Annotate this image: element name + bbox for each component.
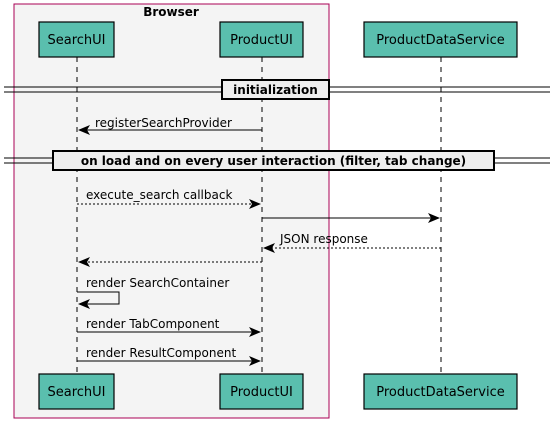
- browser-box-title: Browser: [143, 5, 199, 19]
- message-register-search-provider-label: registerSearchProvider: [95, 116, 232, 130]
- participant-productdataservice-label: ProductDataService: [376, 33, 504, 48]
- participant-searchui-bottom[interactable]: SearchUI: [38, 373, 115, 410]
- message-execute-search-callback: execute_search callback: [77, 188, 261, 209]
- message-render-search-container: render SearchContainer: [77, 276, 229, 309]
- browser-box: Browser: [13, 3, 330, 419]
- message-render-tab-component-label: render TabComponent: [86, 317, 220, 331]
- participant-productdataservice-top[interactable]: ProductDataService: [363, 21, 518, 58]
- message-json-response-label: JSON response: [279, 232, 368, 246]
- participant-productui-bottom-label: ProductUI: [230, 385, 293, 400]
- message-execute-search-callback-label: execute_search callback: [86, 188, 232, 202]
- message-render-result-component-label: render ResultComponent: [86, 346, 236, 360]
- participant-productui-label: ProductUI: [230, 33, 293, 48]
- message-render-tab-component: render TabComponent: [77, 317, 261, 337]
- participant-searchui-bottom-label: SearchUI: [47, 385, 105, 400]
- lifelines: [76, 57, 442, 374]
- participant-productui-top[interactable]: ProductUI: [219, 21, 304, 58]
- participant-productui-bottom[interactable]: ProductUI: [219, 373, 304, 410]
- divider-initialization-label: initialization: [233, 83, 318, 97]
- message-json-response: JSON response: [263, 232, 441, 253]
- divider-on-load-label: on load and on every user interaction (f…: [81, 154, 466, 168]
- divider-initialization: initialization: [4, 79, 550, 100]
- message-render-search-container-label: render SearchContainer: [86, 276, 229, 290]
- participant-productdataservice-bottom-label: ProductDataService: [376, 385, 504, 400]
- participant-searchui-label: SearchUI: [47, 33, 105, 48]
- divider-on-load: on load and on every user interaction (f…: [4, 150, 550, 171]
- message-render-result-component: render ResultComponent: [77, 346, 261, 366]
- participant-searchui-top[interactable]: SearchUI: [38, 21, 115, 58]
- message-register-search-provider: registerSearchProvider: [78, 116, 262, 135]
- participant-productdataservice-bottom[interactable]: ProductDataService: [363, 373, 518, 410]
